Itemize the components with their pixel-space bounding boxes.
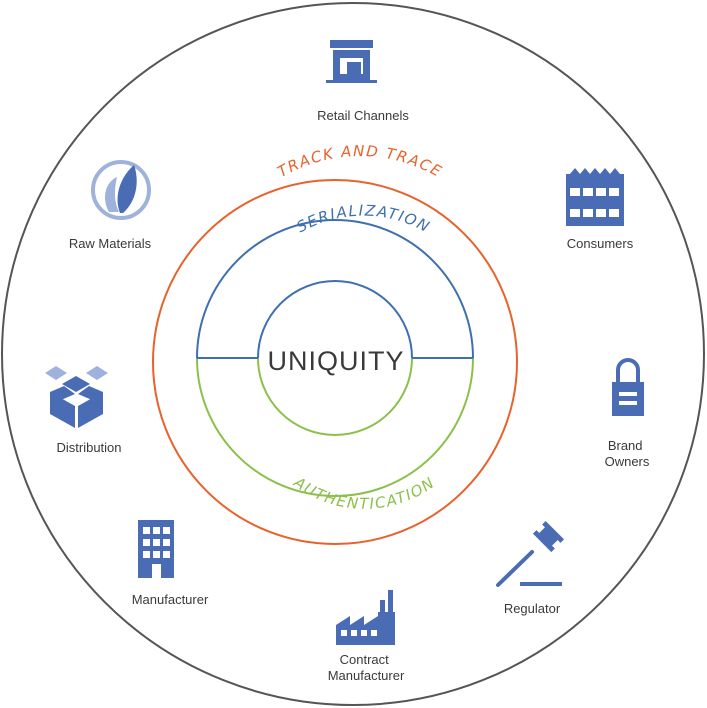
regulator-label: Regulator	[504, 601, 561, 616]
center-title: UNIQUITY	[267, 346, 404, 376]
leaf-icon	[91, 160, 151, 220]
gavel-icon	[496, 520, 565, 587]
inner-circle-top	[257, 280, 413, 359]
retail-channels-label: Retail Channels	[317, 108, 409, 123]
distribution-label: Distribution	[56, 440, 121, 455]
factory-icon	[336, 590, 395, 645]
consumers-label: Consumers	[567, 236, 634, 251]
authentication-ring-half	[196, 357, 474, 497]
brand-owners-label: Brand Owners	[605, 438, 650, 469]
track-and-trace-ring	[152, 179, 518, 545]
store-icon	[326, 40, 377, 83]
contract-manufacturer-label: Contract Manufacturer	[328, 652, 405, 683]
raw-materials-label: Raw Materials	[69, 236, 152, 251]
padlock-icon	[612, 358, 644, 416]
open-box-icon	[45, 366, 108, 428]
office-building-icon	[138, 520, 174, 578]
serialization-ring-half	[196, 219, 474, 359]
inner-circle-bottom	[257, 357, 413, 436]
manufacturer-label: Manufacturer	[132, 592, 209, 607]
building-facade-icon	[566, 168, 624, 226]
